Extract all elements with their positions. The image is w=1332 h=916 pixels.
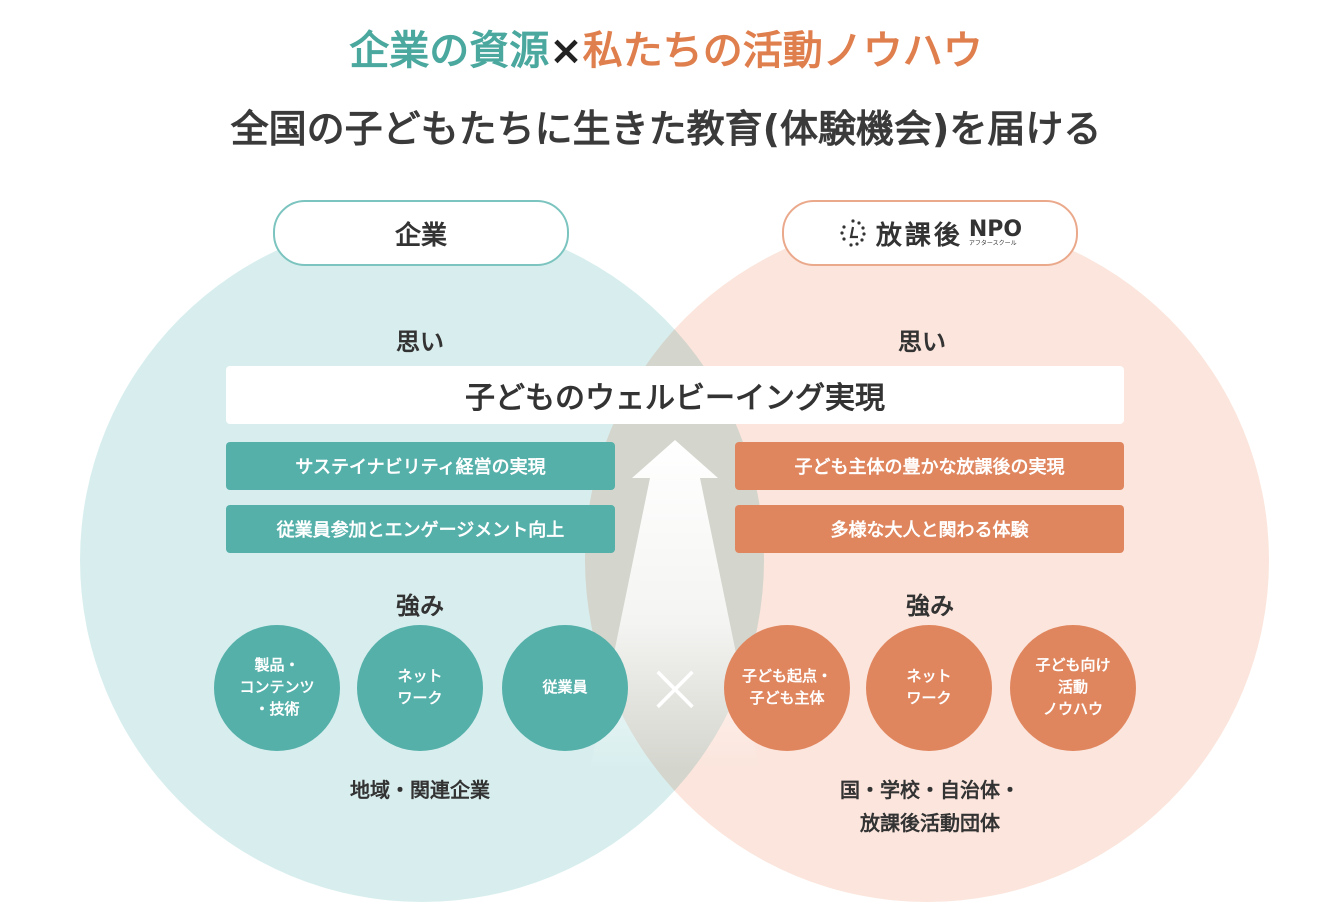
npo-omoi-label: 思い — [898, 328, 946, 356]
company-strength: 従業員 — [502, 625, 628, 751]
company-tsuyomi-label: 強み — [396, 592, 444, 620]
shared-goal-text: 子どものウェルビーイング実現 — [465, 381, 885, 416]
npo-footer-line1: 国・学校・自治体・ — [840, 778, 1020, 802]
npo-strength: ネット ワーク — [866, 625, 992, 751]
npo-logo-text: 放課後 — [875, 220, 963, 251]
company-omoi-item: サステイナビリティ経営の実現 — [226, 442, 615, 490]
headline-knowhow: 私たちの活動ノウハウ — [582, 28, 983, 74]
npo-omoi-item: 子ども主体の豊かな放課後の実現 — [735, 442, 1124, 490]
npo-footer-line2: 放課後活動団体 — [860, 811, 1000, 835]
headline-resources: 企業の資源 — [349, 28, 550, 74]
npo-strength: 子ども向け 活動 ノウハウ — [1010, 625, 1136, 751]
times-symbol: × — [644, 645, 706, 729]
npo-tsuyomi-label: 強み — [906, 592, 954, 620]
npo-logo-npo: NPO — [968, 217, 1023, 242]
company-header-label: 企業 — [394, 220, 447, 251]
company-header: 企業 — [273, 200, 569, 266]
company-strength: ネット ワーク — [357, 625, 483, 751]
subheadline: 全国の子どもたちに生きた教育(体験機会)を届ける — [230, 107, 1102, 151]
npo-omoi-item: 多様な大人と関わる体験 — [735, 505, 1124, 553]
npo-logo-sub: アフタースクール — [968, 240, 1017, 247]
company-strength: 製品・ コンテンツ ・技術 — [214, 625, 340, 751]
company-omoi-label: 思い — [396, 328, 444, 356]
shared-goal-banner: 子どものウェルビーイング実現 — [226, 366, 1124, 424]
headline: 企業の資源×私たちの活動ノウハウ — [349, 18, 983, 76]
npo-header: 放課後 NPO アフタースクール — [782, 200, 1078, 266]
headline-times: × — [549, 28, 583, 74]
clock-logo-icon — [840, 219, 866, 247]
company-omoi-item: 従業員参加とエンゲージメント向上 — [226, 505, 615, 553]
company-footer: 地域・関連企業 — [350, 778, 490, 802]
npo-strength: 子ども起点・ 子ども主体 — [724, 625, 850, 751]
